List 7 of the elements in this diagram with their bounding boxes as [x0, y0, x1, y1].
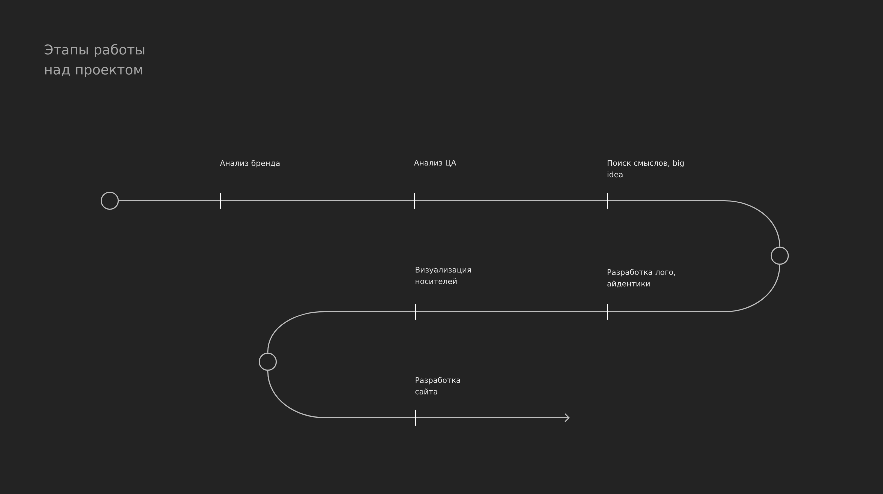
arrow: [267, 371, 570, 422]
circle-marker: [770, 246, 790, 266]
circle-marker: [100, 192, 120, 210]
title: Этапы работы над проектом: [44, 44, 145, 78]
timeline-line: [119, 200, 781, 247]
circle-marker: [258, 352, 278, 372]
timeline-line: [267, 265, 781, 353]
